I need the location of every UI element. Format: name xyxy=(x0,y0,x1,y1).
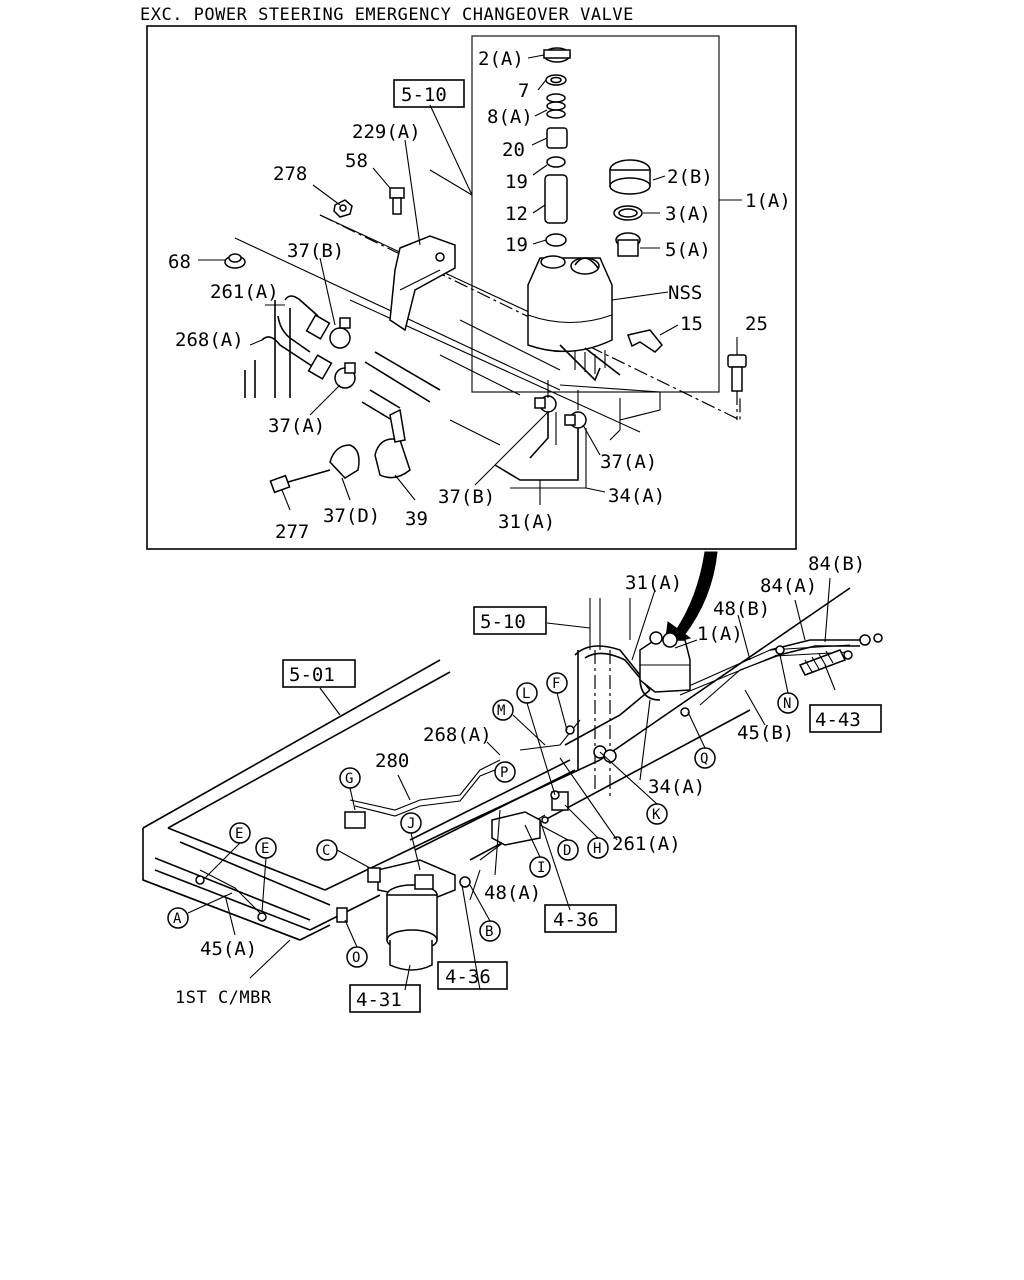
svg-text:268(A): 268(A) xyxy=(175,329,244,351)
svg-text:37(A): 37(A) xyxy=(600,451,657,473)
svg-text:E: E xyxy=(235,826,243,842)
svg-text:K: K xyxy=(652,807,661,823)
svg-text:2(A): 2(A) xyxy=(478,48,524,70)
svg-text:5(A): 5(A) xyxy=(665,239,711,261)
component-4-43 xyxy=(798,633,883,676)
svg-text:1ST C/MBR: 1ST C/MBR xyxy=(175,988,272,1008)
svg-text:48(B): 48(B) xyxy=(713,598,770,620)
svg-text:229(A): 229(A) xyxy=(352,121,421,143)
svg-text:37(B): 37(B) xyxy=(287,240,344,262)
inset-hoses xyxy=(244,295,441,421)
svg-text:D: D xyxy=(563,843,571,859)
svg-text:19: 19 xyxy=(505,171,528,193)
svg-text:37(A): 37(A) xyxy=(268,415,325,437)
svg-text:48(A): 48(A) xyxy=(484,882,541,904)
chassis-frame xyxy=(142,587,851,941)
diagram-header: EXC. POWER STEERING EMERGENCY CHANGEOVER… xyxy=(140,5,634,25)
svg-text:A: A xyxy=(173,911,182,927)
svg-text:45(B): 45(B) xyxy=(737,722,794,744)
svg-text:37(D): 37(D) xyxy=(323,505,380,527)
ref-boxes xyxy=(282,79,882,1013)
callout-letters: F L M N Q G P K J C E E H D I B A O xyxy=(173,676,791,966)
svg-text:37(B): 37(B) xyxy=(438,486,495,508)
svg-text:2(B): 2(B) xyxy=(667,166,713,188)
inset-clamps xyxy=(269,317,411,494)
svg-text:4-36: 4-36 xyxy=(553,909,599,931)
svg-text:19: 19 xyxy=(505,234,528,256)
svg-text:261(A): 261(A) xyxy=(612,833,681,855)
svg-text:G: G xyxy=(345,771,353,787)
svg-text:5-10: 5-10 xyxy=(480,611,526,633)
bracket-229a xyxy=(389,235,456,332)
main-labels: 31(A) 84(B) 84(A) 48(B) 1(A) 5-10 5-01 4… xyxy=(175,553,865,1011)
svg-text:3(A): 3(A) xyxy=(665,203,711,225)
svg-text:NSS: NSS xyxy=(668,282,702,304)
svg-text:4-31: 4-31 xyxy=(356,989,402,1011)
svg-text:Q: Q xyxy=(700,751,708,767)
svg-text:O: O xyxy=(352,950,360,966)
svg-text:278: 278 xyxy=(273,163,307,185)
svg-text:I: I xyxy=(537,860,545,876)
svg-text:N: N xyxy=(783,696,791,712)
svg-text:4-43: 4-43 xyxy=(815,709,861,731)
main-reservoir xyxy=(639,631,691,693)
svg-text:1(A): 1(A) xyxy=(697,623,743,645)
svg-text:F: F xyxy=(552,676,560,692)
svg-text:C: C xyxy=(322,843,330,859)
valve-block xyxy=(195,645,785,923)
main-leaders xyxy=(224,577,836,991)
svg-text:B: B xyxy=(485,924,493,940)
inset-leaders xyxy=(198,54,742,511)
reservoir-assembly xyxy=(494,47,747,489)
pump-assembly xyxy=(367,859,456,971)
svg-text:7: 7 xyxy=(518,80,529,102)
svg-text:280: 280 xyxy=(375,750,409,772)
svg-text:277: 277 xyxy=(275,521,309,543)
svg-text:M: M xyxy=(497,703,505,719)
svg-text:39: 39 xyxy=(405,508,428,530)
svg-text:H: H xyxy=(593,841,601,857)
svg-text:84(B): 84(B) xyxy=(808,553,865,575)
svg-text:20: 20 xyxy=(502,139,525,161)
svg-text:34(A): 34(A) xyxy=(608,485,665,507)
svg-text:L: L xyxy=(522,686,530,702)
inset-labels: 2(A) 7 8(A) 20 19 12 19 2(B) 3(A) 5(A) 1… xyxy=(168,48,791,543)
svg-text:J: J xyxy=(407,816,415,832)
svg-text:5-01: 5-01 xyxy=(289,664,335,686)
svg-text:34(A): 34(A) xyxy=(648,776,705,798)
callouts xyxy=(167,654,799,968)
svg-text:8(A): 8(A) xyxy=(487,106,533,128)
svg-text:15: 15 xyxy=(680,313,703,335)
svg-text:1(A): 1(A) xyxy=(745,190,791,212)
svg-text:P: P xyxy=(500,765,508,781)
svg-text:45(A): 45(A) xyxy=(200,938,257,960)
svg-text:31(A): 31(A) xyxy=(498,511,555,533)
svg-text:12: 12 xyxy=(505,203,528,225)
svg-text:268(A): 268(A) xyxy=(423,724,492,746)
svg-text:E: E xyxy=(261,841,269,857)
svg-text:5-10: 5-10 xyxy=(401,84,447,106)
main-pipes xyxy=(199,639,860,919)
svg-text:68: 68 xyxy=(168,251,191,273)
inset-frame xyxy=(146,25,797,550)
svg-text:84(A): 84(A) xyxy=(760,575,817,597)
svg-text:261(A): 261(A) xyxy=(210,281,279,303)
svg-text:31(A): 31(A) xyxy=(625,572,682,594)
svg-text:25: 25 xyxy=(745,313,768,335)
svg-text:4-36: 4-36 xyxy=(445,966,491,988)
svg-text:58: 58 xyxy=(345,150,368,172)
